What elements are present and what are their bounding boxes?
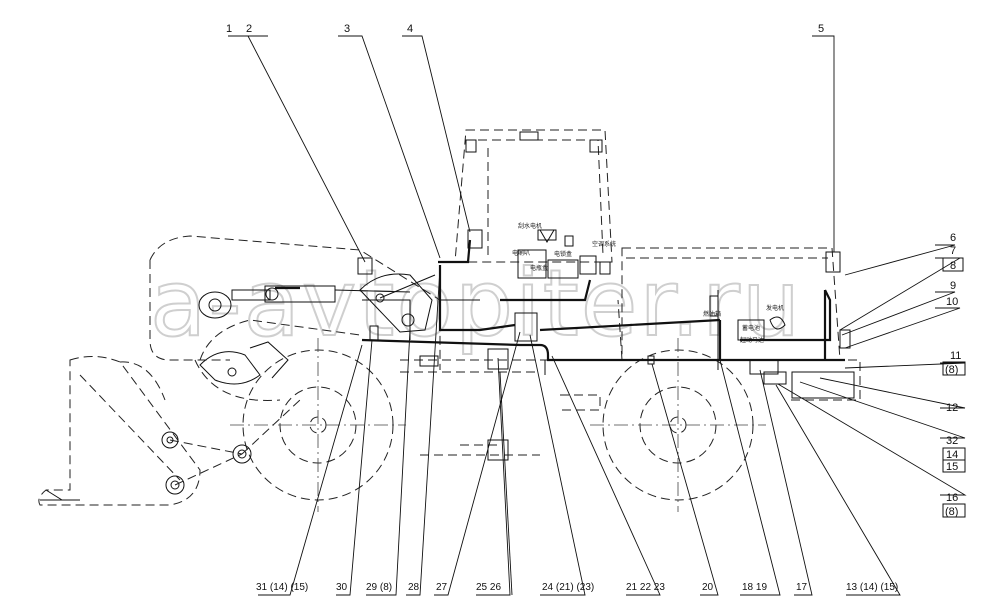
top-callouts: 1 2 3 4 5 [226,23,824,35]
label-battery: 蓄电池 [742,324,760,332]
label-ac-system: 空调系统 [592,240,616,248]
callout-16-ref: (8) [945,506,958,518]
callout-17: 17 [796,582,808,593]
callout-27: 27 [436,582,448,593]
label-fuel-tank: 燃油箱 [703,310,721,318]
callout-7: 7 [950,245,956,257]
rear-wheel [590,338,766,512]
front-frame [149,235,441,401]
callout-24: 24 (21) (23) [542,582,594,593]
starter-motor [737,319,765,341]
callout-13: 13 (14) (15) [846,582,898,593]
cab-outline [454,129,613,263]
lift-cylinder [231,285,411,303]
main-harness [361,239,845,375]
callout-31: 31 (14) (15) [256,582,308,593]
label-starter: 起动马达 [740,336,764,344]
callout-1: 1 [226,23,232,35]
callout-21-22-23: 21 22 23 [626,582,665,593]
callout-29: 29 (8) [366,582,392,593]
chassis-outline [400,359,861,456]
label-horn: 电喇叭 [512,249,530,257]
label-battery-box: 电瓶盒 [530,264,548,272]
right-callouts: 6 7 8 9 10 11 (8) 12 32 14 15 16 (8) [942,232,966,518]
label-alternator: 发电机 [766,304,784,312]
label-wiper-motor: 刮水电机 [518,222,542,230]
components [357,229,851,461]
callout-30: 30 [336,582,348,593]
callout-11-ref: (8) [945,364,958,376]
callout-32-15: 15 [946,461,958,473]
fuse-box [517,249,547,279]
callout-4: 4 [407,23,413,35]
callout-6: 6 [950,232,956,244]
label-key-box: 电锁盒 [554,250,572,258]
callout-18-19: 18 19 [742,582,767,593]
callout-9: 9 [950,280,956,292]
rear-lamp [825,251,841,273]
bucket [38,356,301,506]
callout-8: 8 [950,260,956,272]
callout-3: 3 [344,23,350,35]
callout-32-14: 14 [946,449,958,461]
callout-28: 28 [408,582,420,593]
bottom-callouts: 31 (14) (15) 30 29 (8) 28 27 25 26 24 (2… [256,582,898,593]
rocker-arm [359,273,436,333]
callout-20: 20 [702,582,714,593]
work-lamp-left [357,257,373,275]
relay-box [547,259,579,279]
callout-32: 32 [946,435,958,447]
callout-10: 10 [946,296,958,308]
wiper-motor [467,229,483,249]
front-wheel [230,338,406,512]
callout-25-26: 25 26 [476,582,501,593]
callout-11: 11 [950,350,961,362]
connector-block [514,312,538,342]
watermark: a-avtopiter.ru [150,250,802,357]
component-labels: 电喇叭 空调系统 刮水电机 电锁盒 电瓶盒 蓄电池 发电机 起动马达 燃油箱 [512,222,784,344]
callout-5: 5 [818,23,824,35]
callout-16: 16 [946,492,958,504]
callout-12: 12 [946,402,958,414]
alternator [769,316,786,330]
callout-2: 2 [246,23,252,35]
